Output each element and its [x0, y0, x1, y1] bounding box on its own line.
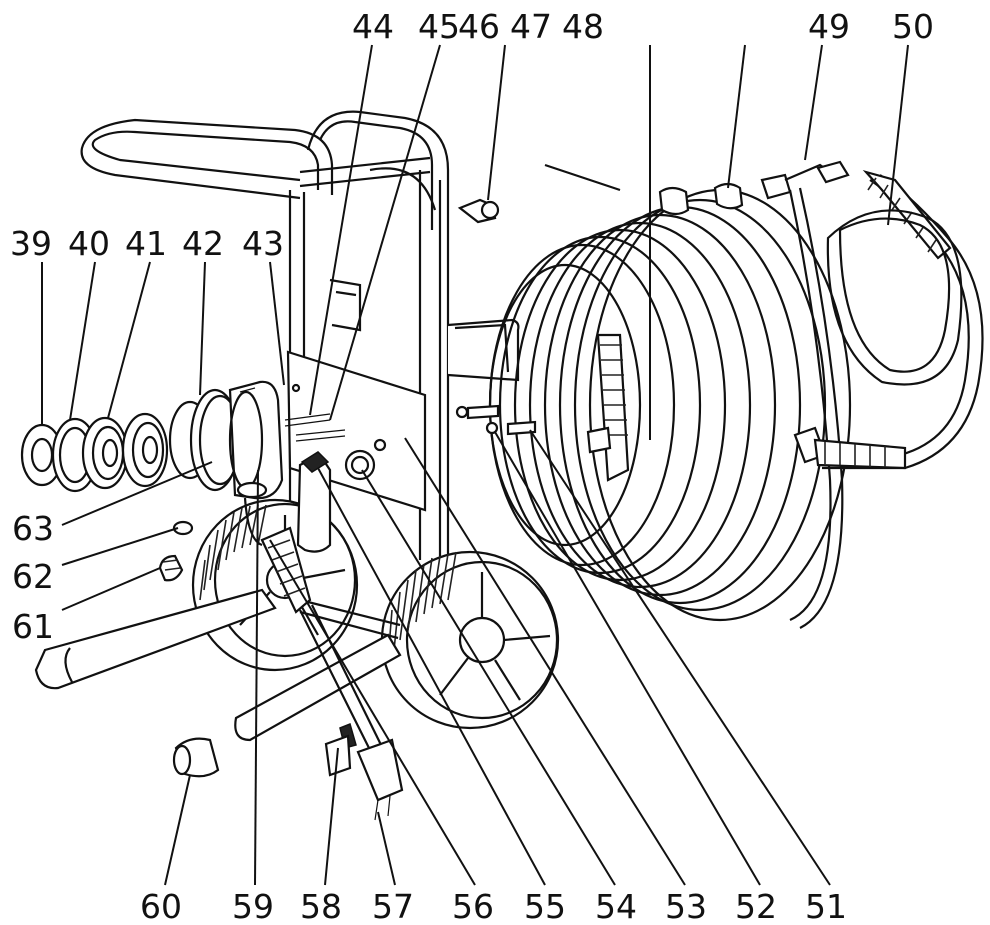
callout-46: 46 — [458, 7, 500, 46]
leader-48 — [727, 44, 746, 189]
callout-41: 41 — [125, 224, 167, 263]
leader-40 — [69, 261, 96, 421]
callout-56: 56 — [452, 887, 494, 925]
callout-45: 45 — [418, 7, 460, 46]
callout-48: 48 — [562, 7, 604, 46]
callout-55: 55 — [524, 887, 566, 925]
hose-fittings — [457, 160, 984, 629]
callout-50: 50 — [892, 7, 934, 46]
callout-59: 59 — [232, 887, 274, 925]
hose-reel-drum — [466, 188, 852, 622]
leader-57 — [377, 811, 396, 886]
leader-42 — [199, 261, 206, 396]
leader-53 — [404, 437, 686, 886]
callout-labels: 39 40 41 42 43 44 45 46 47 48 49 50 51 5… — [10, 7, 934, 925]
callout-58: 58 — [300, 887, 342, 925]
small-fittings — [158, 520, 194, 582]
leader-63 — [61, 461, 213, 526]
leader-56 — [269, 539, 476, 886]
leader-61 — [61, 567, 161, 611]
callout-51: 51 — [805, 887, 847, 925]
leader-lines — [41, 44, 909, 886]
leader-58 — [324, 747, 339, 886]
leader-55 — [317, 467, 546, 886]
hub-stack — [20, 380, 284, 500]
callout-44: 44 — [352, 7, 394, 46]
leader-52 — [494, 431, 761, 886]
callout-52: 52 — [735, 887, 777, 925]
base-tubes — [34, 588, 402, 778]
power-cord — [243, 451, 404, 821]
callout-61: 61 — [12, 607, 54, 646]
leader-54 — [361, 469, 616, 886]
leader-41 — [107, 261, 151, 419]
callout-54: 54 — [595, 887, 637, 925]
callout-62: 62 — [12, 557, 54, 596]
callout-49: 49 — [808, 7, 850, 46]
callout-39: 39 — [10, 224, 52, 263]
callout-57: 57 — [372, 887, 414, 925]
callout-43: 43 — [242, 224, 284, 263]
callout-53: 53 — [665, 887, 707, 925]
right-wheel — [380, 550, 560, 730]
leader-60 — [164, 774, 191, 886]
callout-40: 40 — [68, 224, 110, 263]
callout-63: 63 — [12, 509, 54, 548]
callout-60: 60 — [140, 887, 182, 925]
leader-49 — [804, 44, 823, 161]
leader-44 — [309, 44, 373, 416]
leader-50 — [887, 44, 909, 226]
leader-46 — [487, 44, 506, 201]
leader-59 — [254, 469, 259, 886]
callout-47: 47 — [510, 7, 552, 46]
leader-51 — [529, 429, 831, 886]
leader-45 — [329, 44, 441, 421]
callout-42: 42 — [182, 224, 224, 263]
leader-62 — [61, 527, 179, 566]
leader-43 — [269, 261, 285, 386]
